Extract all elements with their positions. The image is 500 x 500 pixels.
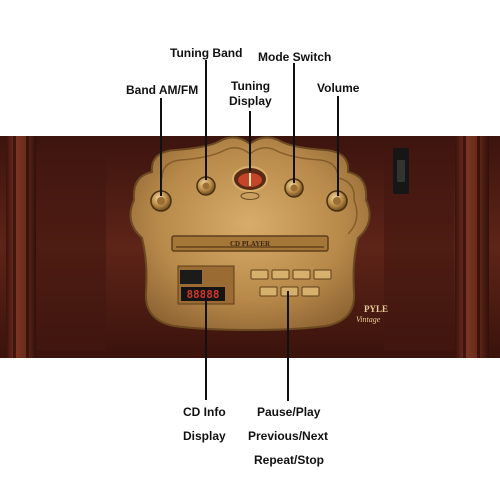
cd-control-buttons	[250, 269, 332, 297]
volume-knob[interactable]	[326, 190, 348, 212]
tuning-knob[interactable]	[196, 176, 216, 196]
callout-line-volume	[337, 96, 339, 196]
label-band-am-fm: Band AM/FM	[126, 83, 199, 97]
label-repeat-stop: Repeat/Stop	[254, 453, 325, 467]
cd-logo	[180, 270, 202, 284]
cd-button-4[interactable]	[313, 269, 332, 280]
label-cd-info-line1: CD Info	[183, 405, 226, 419]
brand-vintage: Vintage	[356, 315, 381, 324]
callout-line-cd-info	[205, 290, 207, 400]
callout-line-band	[160, 98, 162, 196]
callout-line-tuning-display	[249, 111, 251, 171]
callout-line-mode-switch	[293, 63, 295, 183]
label-volume: Volume	[317, 81, 360, 95]
lcd-digits: 88888	[186, 288, 219, 301]
cd-button-2[interactable]	[271, 269, 290, 280]
callout-line-tuning-band	[205, 60, 207, 180]
cd-button-7[interactable]	[301, 286, 320, 297]
cd-button-1[interactable]	[250, 269, 269, 280]
label-cd-info-line2: Display	[183, 429, 226, 443]
cd-info-display	[181, 287, 225, 301]
cd-button-5[interactable]	[259, 286, 278, 297]
cd-button-6[interactable]	[280, 286, 299, 297]
left-pillar	[6, 136, 36, 358]
label-mode-switch: Mode Switch	[258, 50, 332, 64]
label-pause-play: Pause/Play	[257, 405, 321, 419]
cd-player-label: CD PLAYER	[230, 240, 271, 248]
callout-line-pause-play	[287, 291, 289, 401]
label-previous-next: Previous/Next	[248, 429, 329, 443]
cd-button-3[interactable]	[292, 269, 311, 280]
label-tuning-display-line1: Tuning	[231, 79, 271, 93]
right-pillar	[455, 136, 489, 358]
label-tuning-band: Tuning Band	[170, 46, 243, 60]
label-tuning-display-line2: Display	[229, 94, 272, 108]
brand-pyle: PYLE	[364, 304, 388, 314]
